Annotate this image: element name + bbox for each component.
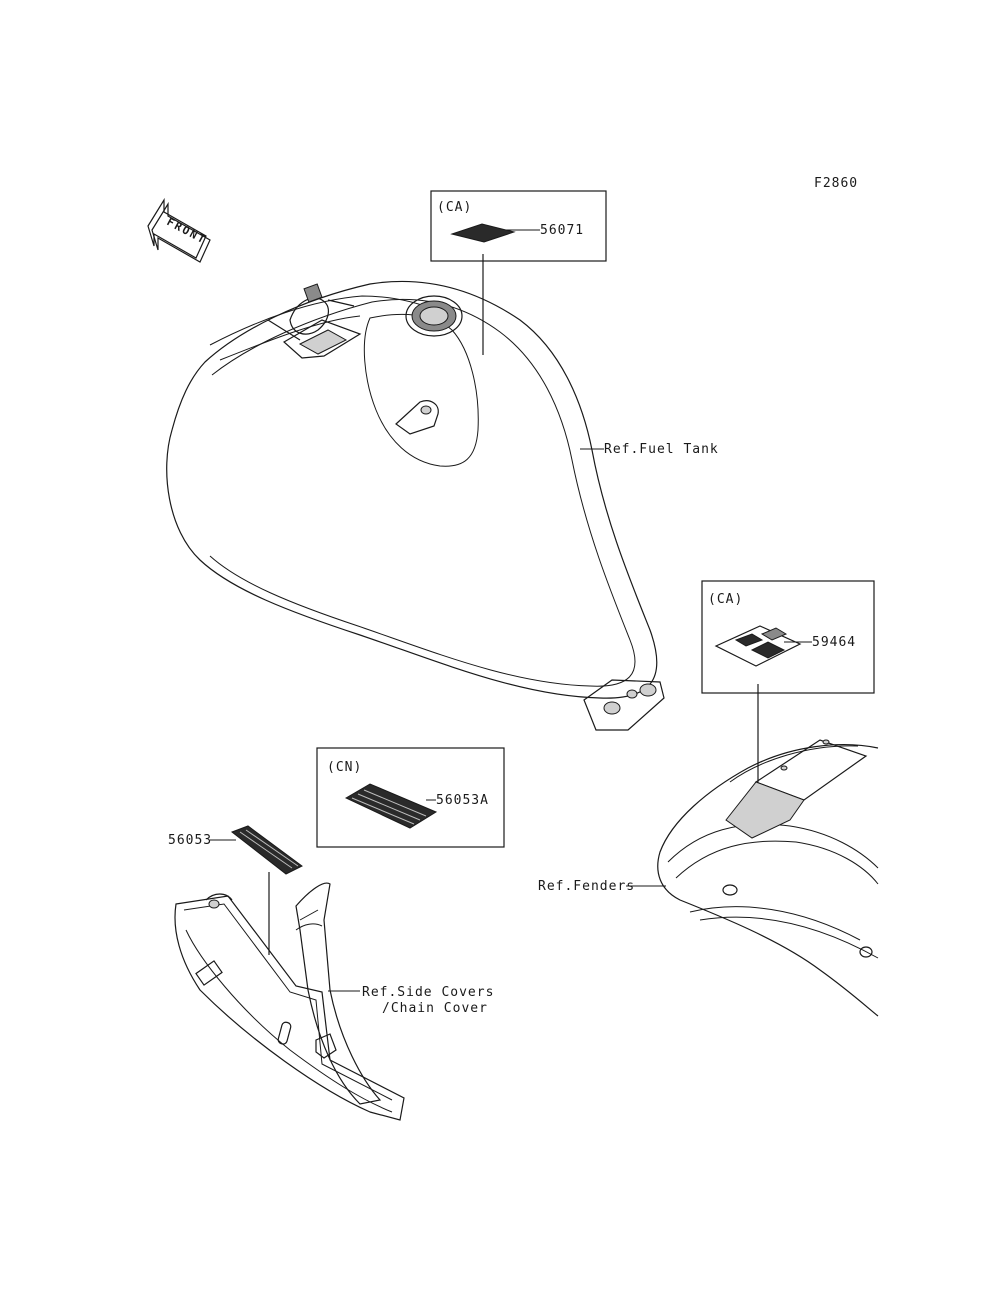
- ref-side-covers-line1: Ref.Side Covers: [362, 985, 494, 1000]
- part-number-59464: 59464: [812, 635, 856, 650]
- callout-box-59464: (CA) 59464: [701, 580, 875, 694]
- part-number-56071: 56071: [540, 223, 584, 238]
- callout-box-56071: (CA) 56071: [430, 190, 607, 262]
- region-code-ca-2: (CA): [708, 592, 743, 607]
- label-sticker-59464: [714, 625, 802, 667]
- region-code-ca-1: (CA): [437, 200, 472, 215]
- region-code-cn: (CN): [327, 760, 362, 775]
- label-sticker-56053: [230, 825, 303, 875]
- tank-bracket: [267, 283, 362, 359]
- figure-code: F2860: [814, 176, 858, 191]
- label-sticker-56053A: [344, 783, 438, 829]
- part-number-56053A: 56053A: [436, 793, 489, 808]
- ref-fenders: Ref.Fenders: [538, 879, 635, 894]
- label-sticker-56071: [450, 223, 516, 243]
- fender-drawing: [657, 739, 879, 1017]
- front-arrow-label: FRONT: [165, 215, 209, 247]
- part-number-56053: 56053: [168, 833, 212, 848]
- ref-fuel-tank: Ref.Fuel Tank: [604, 442, 719, 457]
- fuel-tank-drawing: [166, 280, 665, 731]
- side-cover-drawing: [174, 882, 405, 1121]
- callout-box-56053A: (CN) 56053A: [316, 747, 505, 848]
- tank-rear-mount: [583, 679, 665, 731]
- ref-side-covers-line2: /Chain Cover: [382, 1001, 488, 1016]
- front-direction-arrow-icon: FRONT: [147, 197, 211, 263]
